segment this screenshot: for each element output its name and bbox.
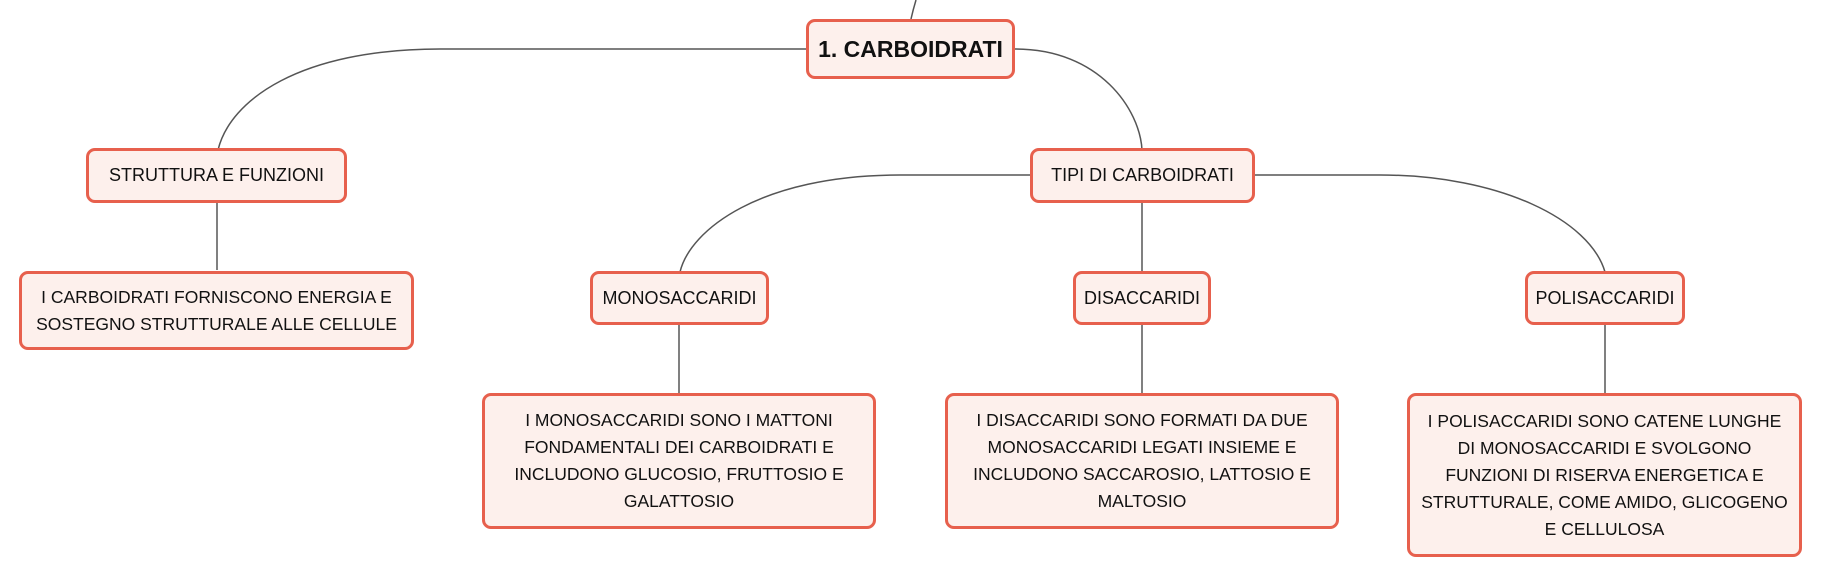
polisaccaridi-detail-text: I POLISACCARIDI SONO CATENE LUNGHE DI MO… xyxy=(1421,410,1788,539)
tipi-node[interactable]: TIPI DI CARBOIDRATI xyxy=(1030,148,1255,203)
connector-parent-to-root xyxy=(910,0,917,20)
disaccaridi-detail-node[interactable]: I DISACCARIDI SONO FORMATI DA DUE MONOSA… xyxy=(945,393,1339,529)
disaccaridi-node-label: DISACCARIDI xyxy=(1084,287,1201,308)
connector-tipi-to-monosaccaridi xyxy=(679,174,1031,273)
monosaccaridi-detail-node[interactable]: I MONOSACCARIDI SONO I MATTONI FONDAMENT… xyxy=(482,393,876,529)
struttura-node-label: STRUTTURA E FUNZIONI xyxy=(109,165,324,185)
connector-root-to-struttura xyxy=(217,48,806,151)
struttura-detail-node[interactable]: I CARBOIDRATI FORNISCONO ENERGIA E SOSTE… xyxy=(19,271,414,350)
polisaccaridi-node-label: POLISACCARIDI xyxy=(1535,287,1675,308)
polisaccaridi-node[interactable]: POLISACCARIDI xyxy=(1525,271,1685,325)
root-node[interactable]: 1. CARBOIDRATI xyxy=(806,19,1015,79)
connector-root-to-tipi xyxy=(1014,48,1143,151)
connector-tipi-to-polisaccaridi xyxy=(1254,174,1606,273)
monosaccaridi-node[interactable]: MONOSACCARIDI xyxy=(590,271,769,325)
struttura-node[interactable]: STRUTTURA E FUNZIONI xyxy=(86,148,347,203)
struttura-detail-text: I CARBOIDRATI FORNISCONO ENERGIA E SOSTE… xyxy=(36,286,397,334)
disaccaridi-node[interactable]: DISACCARIDI xyxy=(1073,271,1211,325)
monosaccaridi-detail-text: I MONOSACCARIDI SONO I MATTONI FONDAMENT… xyxy=(514,410,844,511)
polisaccaridi-detail-node[interactable]: I POLISACCARIDI SONO CATENE LUNGHE DI MO… xyxy=(1407,393,1802,557)
root-node-label: 1. CARBOIDRATI xyxy=(818,35,1003,62)
disaccaridi-detail-text: I DISACCARIDI SONO FORMATI DA DUE MONOSA… xyxy=(973,410,1311,511)
tipi-node-label: TIPI DI CARBOIDRATI xyxy=(1051,165,1234,185)
monosaccaridi-node-label: MONOSACCARIDI xyxy=(602,287,757,308)
